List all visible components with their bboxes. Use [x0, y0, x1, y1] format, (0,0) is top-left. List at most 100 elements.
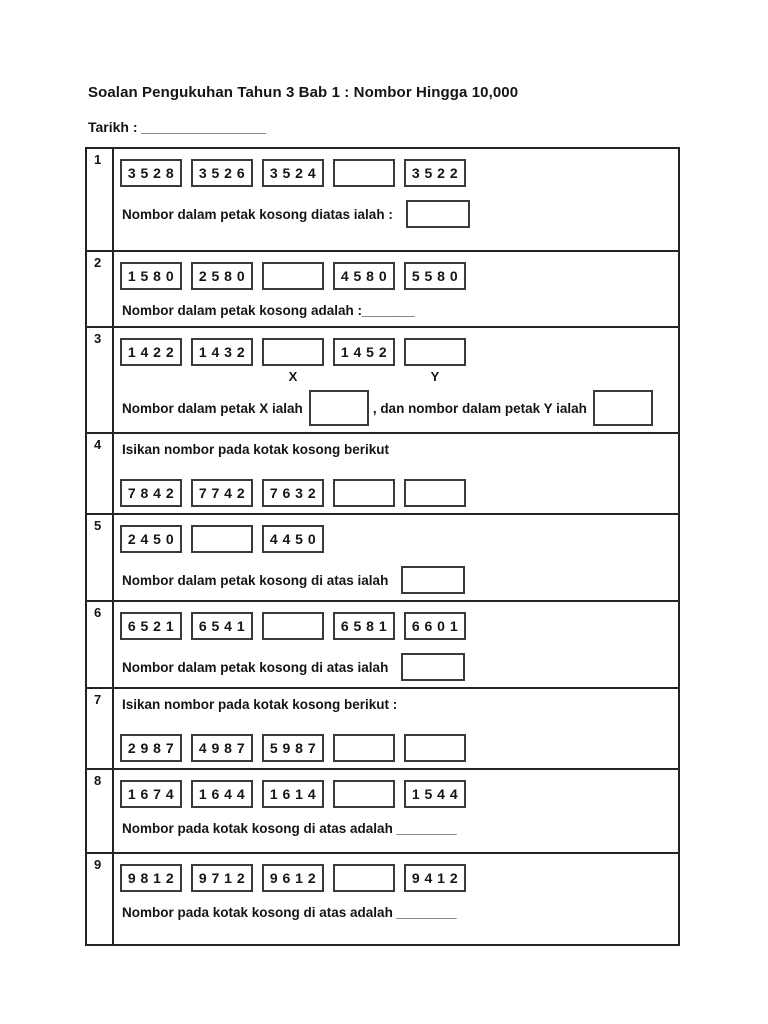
blank-number-box — [262, 612, 324, 640]
number-box: 7 8 4 2 — [120, 479, 182, 507]
answer-box — [401, 653, 466, 681]
number-box: 4 9 8 7 — [191, 734, 253, 762]
number-box: 2 9 8 7 — [120, 734, 182, 762]
question-prompt: Nombor dalam petak X ialah , dan nombor … — [122, 390, 670, 426]
number-box: 6 5 8 1 — [333, 612, 395, 640]
number-box: 1 5 4 4 — [404, 780, 466, 808]
number-box: 2 5 8 0 — [191, 262, 253, 290]
prompt-text: Nombor dalam petak kosong adalah :______… — [122, 303, 415, 318]
number-box: 3 5 2 6 — [191, 159, 253, 187]
question-number: 1 — [87, 149, 114, 250]
box-label-y: Y — [430, 369, 440, 384]
number-box: 9 4 1 2 — [404, 864, 466, 892]
number-box: 5 9 8 7 — [262, 734, 324, 762]
question-row-8: 8 1 6 7 4 1 6 4 4 1 6 1 4 1 5 4 4 Nombor… — [87, 768, 678, 852]
question-instruction: Isikan nombor pada kotak kosong berikut — [122, 442, 390, 457]
number-box: 1 4 3 2 — [191, 338, 253, 366]
number-box: 6 5 4 1 — [191, 612, 253, 640]
number-sequence: 7 8 4 2 7 7 4 2 7 6 3 2 — [120, 479, 670, 507]
number-sequence: 6 5 2 1 6 5 4 1 6 5 8 1 6 6 0 1 — [120, 612, 670, 640]
prompt-text: Nombor dalam petak X ialah — [122, 400, 303, 416]
blank-number-box — [262, 338, 324, 366]
prompt-text: Nombor pada kotak kosong di atas adalah … — [122, 905, 457, 920]
question-row-1: 1 3 5 2 8 3 5 2 6 3 5 2 4 3 5 2 2 Nombor… — [87, 149, 678, 250]
blank-number-box — [333, 159, 395, 187]
question-content: 1 5 8 0 2 5 8 0 4 5 8 0 5 5 8 0 Nombor d… — [114, 252, 678, 326]
prompt-text: Nombor pada kotak kosong di atas adalah … — [122, 821, 457, 836]
question-content: 6 5 2 1 6 5 4 1 6 5 8 1 6 6 0 1 Nombor d… — [114, 602, 678, 687]
question-number: 2 — [87, 252, 114, 326]
box-with-label: 1 4 3 2 — [191, 338, 253, 384]
number-box: 5 5 8 0 — [404, 262, 466, 290]
blank-number-box — [404, 734, 466, 762]
question-content: Isikan nombor pada kotak kosong berikut … — [114, 434, 678, 513]
number-box: 4 5 8 0 — [333, 262, 395, 290]
question-prompt: Nombor pada kotak kosong di atas adalah … — [122, 821, 670, 836]
answer-box — [405, 200, 470, 228]
question-number: 5 — [87, 515, 114, 600]
answer-box-y — [592, 390, 653, 426]
number-sequence: 2 9 8 7 4 9 8 7 5 9 8 7 — [120, 734, 670, 762]
number-sequence: 1 5 8 0 2 5 8 0 4 5 8 0 5 5 8 0 — [120, 262, 670, 290]
question-row-9: 9 9 8 1 2 9 7 1 2 9 6 1 2 9 4 1 2 Nombor… — [87, 852, 678, 944]
question-content: 3 5 2 8 3 5 2 6 3 5 2 4 3 5 2 2 Nombor d… — [114, 149, 678, 250]
page-title: Soalan Pengukuhan Tahun 3 Bab 1 : Nombor… — [88, 84, 519, 101]
question-content: 1 4 2 2 1 4 3 2 X 1 4 5 2 — [114, 328, 678, 432]
box-with-label: X — [262, 338, 324, 384]
number-sequence: 3 5 2 8 3 5 2 6 3 5 2 4 3 5 2 2 — [120, 159, 670, 187]
number-box: 1 6 4 4 — [191, 780, 253, 808]
question-number: 4 — [87, 434, 114, 513]
date-line: Tarikh : ________________ — [88, 119, 266, 135]
box-with-label: 1 4 2 2 — [120, 338, 182, 384]
number-box: 3 5 2 8 — [120, 159, 182, 187]
prompt-text: Nombor dalam petak kosong diatas ialah : — [122, 206, 393, 222]
number-box: 3 5 2 2 — [404, 159, 466, 187]
question-content: Isikan nombor pada kotak kosong berikut … — [114, 689, 678, 768]
question-row-3: 3 1 4 2 2 1 4 3 2 X — [87, 326, 678, 432]
blank-number-box — [333, 734, 395, 762]
number-box: 1 4 2 2 — [120, 338, 182, 366]
question-number: 8 — [87, 770, 114, 852]
answer-box — [401, 566, 466, 594]
box-label-x: X — [288, 369, 298, 384]
number-box: 7 6 3 2 — [262, 479, 324, 507]
question-content: 2 4 5 0 4 4 5 0 Nombor dalam petak koson… — [114, 515, 678, 600]
blank-number-box — [191, 525, 253, 553]
number-box: 1 5 8 0 — [120, 262, 182, 290]
number-box: 1 4 5 2 — [333, 338, 395, 366]
blank-number-box — [404, 338, 466, 366]
question-number: 6 — [87, 602, 114, 687]
number-box: 1 6 1 4 — [262, 780, 324, 808]
blank-number-box — [262, 262, 324, 290]
box-with-label: Y — [404, 338, 466, 384]
number-box: 9 7 1 2 — [191, 864, 253, 892]
question-row-5: 5 2 4 5 0 4 4 5 0 Nombor dalam petak kos… — [87, 513, 678, 600]
question-content: 1 6 7 4 1 6 4 4 1 6 1 4 1 5 4 4 Nombor p… — [114, 770, 678, 852]
number-box: 3 5 2 4 — [262, 159, 324, 187]
question-row-7: 7 Isikan nombor pada kotak kosong beriku… — [87, 687, 678, 768]
question-prompt: Nombor dalam petak kosong diatas ialah : — [122, 200, 670, 228]
number-box: 2 4 5 0 — [120, 525, 182, 553]
question-row-6: 6 6 5 2 1 6 5 4 1 6 5 8 1 6 6 0 1 Nombor… — [87, 600, 678, 687]
number-box: 9 8 1 2 — [120, 864, 182, 892]
question-row-4: 4 Isikan nombor pada kotak kosong beriku… — [87, 432, 678, 513]
prompt-text: , dan nombor dalam petak Y ialah — [372, 400, 587, 416]
question-prompt: Nombor dalam petak kosong adalah :______… — [122, 303, 670, 318]
question-prompt: Nombor dalam petak kosong di atas ialah — [122, 653, 670, 681]
number-sequence: 9 8 1 2 9 7 1 2 9 6 1 2 9 4 1 2 — [120, 864, 670, 892]
blank-number-box — [333, 864, 395, 892]
box-with-label: 1 4 5 2 — [333, 338, 395, 384]
number-box: 6 5 2 1 — [120, 612, 182, 640]
question-number: 7 — [87, 689, 114, 768]
number-sequence: 1 4 2 2 1 4 3 2 X 1 4 5 2 — [120, 338, 670, 384]
number-box: 1 6 7 4 — [120, 780, 182, 808]
question-content: 9 8 1 2 9 7 1 2 9 6 1 2 9 4 1 2 Nombor p… — [114, 854, 678, 944]
answer-box-x — [308, 390, 369, 426]
number-sequence: 1 6 7 4 1 6 4 4 1 6 1 4 1 5 4 4 — [120, 780, 670, 808]
number-box: 4 4 5 0 — [262, 525, 324, 553]
blank-number-box — [333, 780, 395, 808]
question-table: 1 3 5 2 8 3 5 2 6 3 5 2 4 3 5 2 2 Nombor… — [85, 147, 680, 946]
number-box: 9 6 1 2 — [262, 864, 324, 892]
question-prompt: Nombor dalam petak kosong di atas ialah — [122, 566, 670, 594]
